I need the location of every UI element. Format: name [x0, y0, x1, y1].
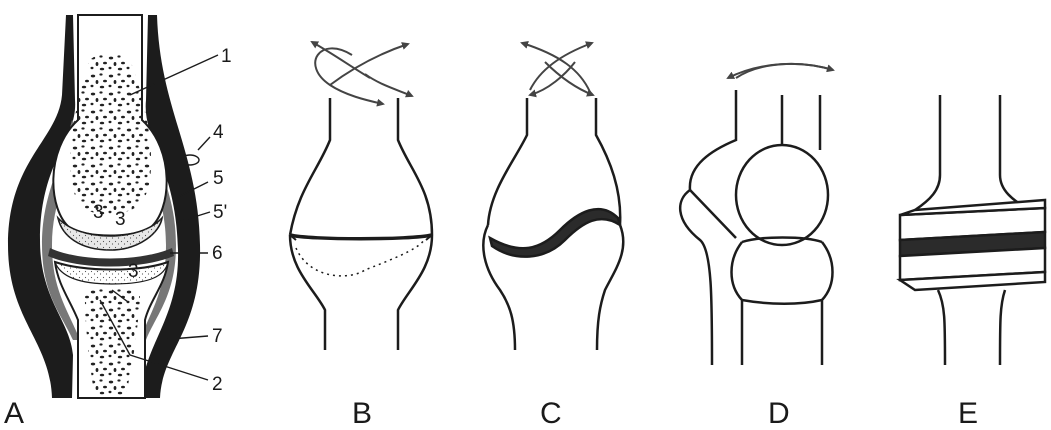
callout-5: 5	[213, 168, 224, 189]
panel-d-hinge-joint	[680, 64, 833, 365]
callout-3-lower: 3	[128, 261, 139, 282]
callout-3-upper: 3	[115, 209, 126, 230]
panel-label-e: E	[958, 397, 978, 430]
callout-3-left: 3	[93, 202, 104, 223]
callout-7: 7	[212, 326, 223, 347]
callout-1: 1	[221, 46, 232, 67]
callout-2: 2	[212, 374, 223, 395]
panel-e-plane-joint	[900, 95, 1045, 365]
panel-b-ball-socket-joint	[290, 42, 432, 350]
callout-4: 4	[213, 122, 224, 143]
panel-c-saddle-joint	[483, 43, 623, 350]
callout-6: 6	[212, 243, 223, 264]
panel-label-d: D	[768, 397, 790, 430]
panel-label-a: A	[4, 397, 24, 430]
panel-a-joint-section: 1 2 3 3 3 4 5 5' 6 7 A	[4, 15, 232, 430]
callout-5-prime: 5'	[213, 202, 227, 223]
panel-label-c: C	[540, 397, 562, 430]
panel-label-b: B	[352, 397, 372, 430]
